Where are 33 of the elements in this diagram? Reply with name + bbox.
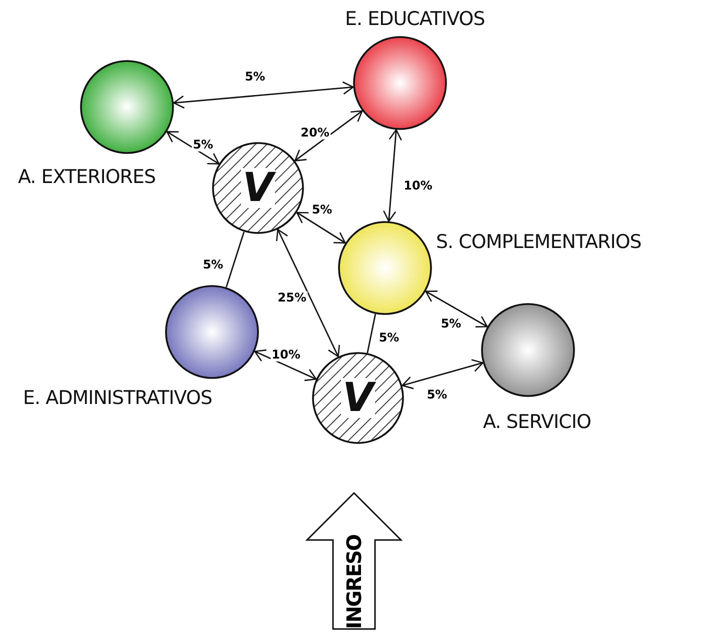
connector xyxy=(226,232,245,288)
connector xyxy=(382,129,402,222)
arrow-label: INGRESO xyxy=(344,534,364,630)
connector xyxy=(425,290,488,328)
edge-label: 5% xyxy=(440,317,462,331)
hollow-arrow xyxy=(306,492,402,630)
hatched-circle xyxy=(312,352,404,444)
connector xyxy=(402,359,484,390)
node-label: A. SERVICIO xyxy=(483,411,591,433)
circle-letter: V xyxy=(340,378,376,418)
connector xyxy=(296,212,346,244)
edge-label: 5% xyxy=(244,70,266,84)
connector xyxy=(173,81,354,109)
connector xyxy=(254,349,317,382)
edge-label: 5% xyxy=(426,388,448,402)
edge-label: 5% xyxy=(310,203,334,217)
connector xyxy=(276,228,340,358)
node-label: E. EDUCATIVOS xyxy=(345,8,485,30)
circle-letter: V xyxy=(240,168,276,208)
node-label: E. ADMINISTRATIVOS xyxy=(23,387,212,409)
connector xyxy=(294,110,363,162)
connector xyxy=(166,131,220,164)
edge-label: 20% xyxy=(300,126,330,140)
node-label: A. EXTERIORES xyxy=(18,166,156,188)
edge-label: 10% xyxy=(402,179,434,193)
edge-label: 5% xyxy=(378,331,400,345)
hatched-circle xyxy=(212,142,304,234)
edge-label: 10% xyxy=(270,348,302,362)
edge-label: 5% xyxy=(192,138,214,152)
edge-label: 5% xyxy=(202,258,224,272)
edge-label: 25% xyxy=(276,291,308,305)
node-label: S. COMPLEMENTARIOS xyxy=(436,231,642,253)
connector xyxy=(366,314,376,354)
